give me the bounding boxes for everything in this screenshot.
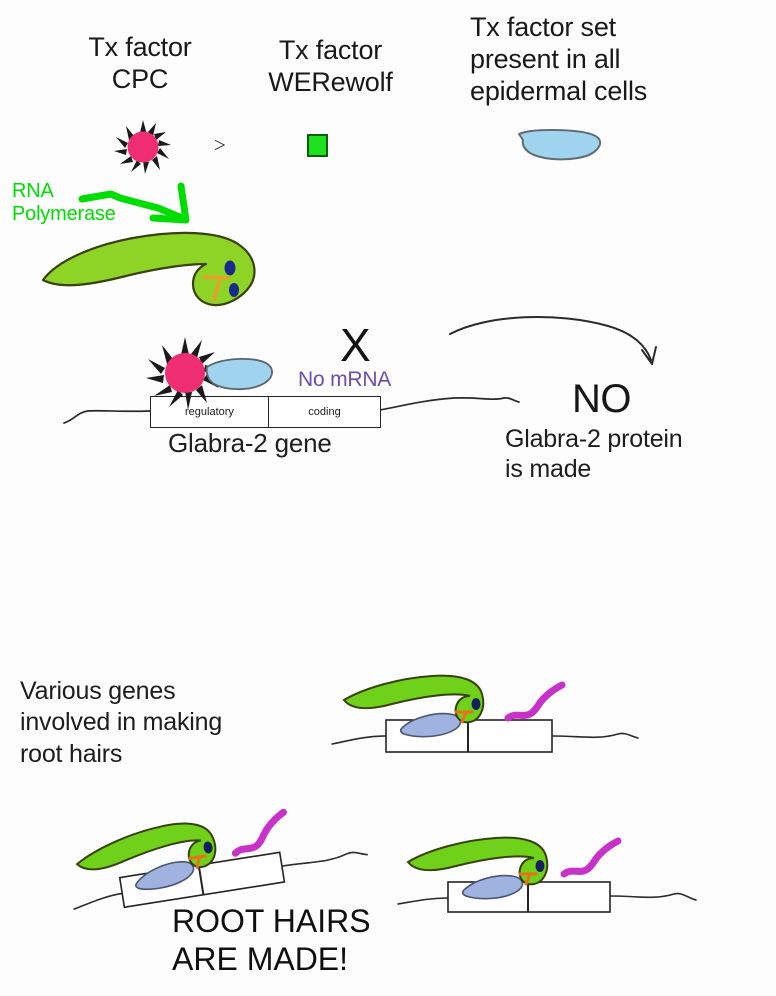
rna-polymerase-shape bbox=[38, 222, 268, 312]
gene-segment-regulatory: regulatory bbox=[151, 397, 269, 427]
green-square-icon bbox=[307, 134, 328, 157]
outcome-heading: NO bbox=[572, 377, 632, 421]
legend-cpc-title: Tx factor CPC bbox=[88, 32, 192, 94]
transcription-unit-bottom-right bbox=[396, 828, 726, 932]
starburst-icon bbox=[112, 118, 174, 176]
curved-arrow-icon bbox=[448, 312, 668, 374]
no-mrna-label: No mRNA bbox=[298, 368, 392, 391]
outcome-body: Glabra-2 protein is made bbox=[505, 425, 683, 483]
transcription-unit-bottom-left bbox=[60, 781, 402, 935]
conclusion-text: ROOT HAIRS ARE MADE! bbox=[172, 903, 371, 978]
dna-strand-right-icon bbox=[379, 392, 520, 422]
blue-blob-icon bbox=[516, 128, 604, 162]
rna-polymerase-label: RNA Polymerase bbox=[12, 180, 116, 225]
various-genes-caption: Various genes involved in making root ha… bbox=[20, 677, 223, 768]
hand-drawn-arrow-icon bbox=[78, 182, 218, 237]
transcription-unit-top-right bbox=[330, 664, 670, 774]
bound-blue-blob-icon bbox=[205, 355, 275, 393]
gene-segment-coding: coding bbox=[308, 406, 341, 418]
dna-strand-icon bbox=[62, 398, 152, 428]
legend-relation-symbol: > bbox=[214, 133, 226, 157]
legend-set-title: Tx factor set present in all epidermal c… bbox=[470, 12, 648, 106]
blocked-x-marker: X bbox=[340, 319, 371, 371]
gene-caption: Glabra-2 gene bbox=[168, 428, 332, 458]
legend-wer-title: Tx factor WERewolf bbox=[268, 35, 393, 97]
